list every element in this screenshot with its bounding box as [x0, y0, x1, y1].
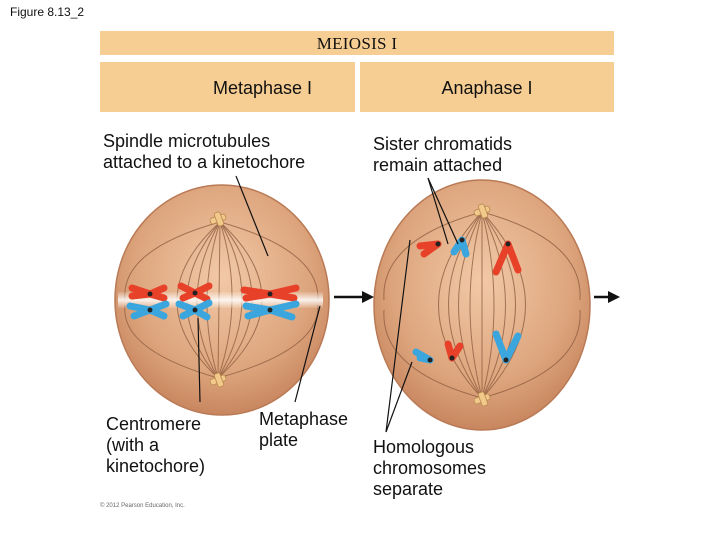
centrosome-bottom: [209, 372, 227, 388]
centromere-callout-line3: kinetochore): [106, 456, 206, 476]
arrow-to-anaphase: [334, 291, 374, 303]
centromere-callout-line1: Centromere: [106, 414, 202, 434]
homologous-callout-line2: chromosomes: [373, 458, 487, 478]
centrosome-top-anaphase: [473, 203, 491, 219]
spindle-callout-line2: attached to a kinetochore: [103, 152, 306, 172]
figure-label: Figure 8.13_2: [10, 5, 85, 19]
metaphase-title: Metaphase I: [212, 78, 313, 98]
spindle-callout-line1: Spindle microtubules: [103, 131, 271, 151]
plate-callout: Metaphase plate: [259, 409, 348, 451]
spindle-fibers-anaphase: [383, 211, 581, 399]
homologous-callout-line3: separate: [373, 479, 444, 499]
sister-callout-line1: Sister chromatids: [373, 134, 513, 154]
sister-callout-line2: remain attached: [373, 155, 503, 175]
metaphase-header: [100, 62, 355, 112]
homologous-callout: Homologous chromosomes separate: [373, 437, 486, 500]
homologous-callout-line1: Homologous: [373, 437, 475, 457]
plate-callout-line2: plate: [259, 430, 299, 450]
arrow-to-next: [594, 291, 620, 303]
meiosis-banner: [100, 31, 614, 55]
plate-callout-line1: Metaphase: [259, 409, 349, 429]
centrosome-bottom-anaphase: [473, 391, 491, 407]
banner-title: MEIOSIS I: [316, 34, 398, 53]
centromere-callout: Centromere (with a kinetochore): [106, 414, 205, 477]
anaphase-title: Anaphase I: [441, 78, 533, 98]
metaphase-cell: [114, 184, 330, 416]
chromosomes-upper: [416, 236, 522, 276]
centrosome-top: [209, 211, 227, 227]
copyright-text: © 2012 Pearson Education, Inc.: [100, 503, 185, 509]
chromosomes-lower: [412, 330, 522, 364]
centromere-callout-line2: (with a: [106, 435, 160, 455]
anaphase-cell: [373, 179, 591, 431]
leader-lines: [197, 175, 459, 433]
sister-callout: Sister chromatids remain attached: [373, 134, 512, 176]
chromosome-pairs-metaphase: [126, 282, 300, 321]
anaphase-header: [360, 62, 614, 112]
spindle-callout: Spindle microtubules attached to a kinet…: [103, 131, 305, 173]
